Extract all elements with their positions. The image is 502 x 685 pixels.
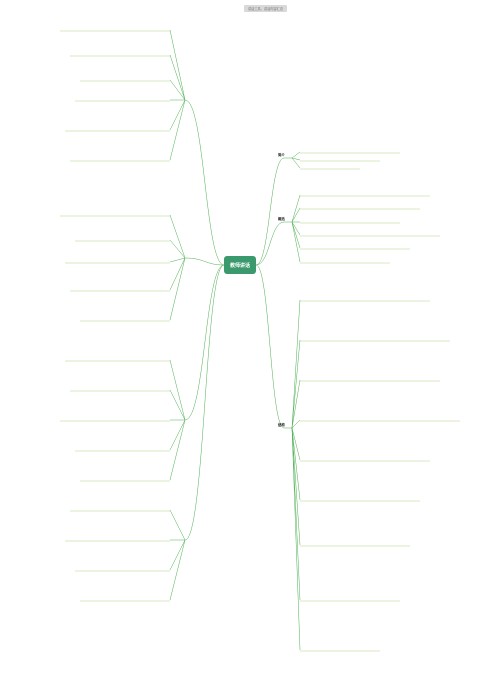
watermark: 讲话工具，讲话内容汇总 (244, 5, 288, 12)
central-node[interactable]: 教师讲话 (224, 256, 256, 274)
leaf-underlines (60, 30, 460, 652)
branch-right-2[interactable]: 概括 (278, 217, 285, 221)
connector-lines (169, 29, 301, 651)
branch-right-3[interactable]: 结构 (278, 423, 285, 427)
branch-right-1[interactable]: 简介 (278, 153, 285, 157)
